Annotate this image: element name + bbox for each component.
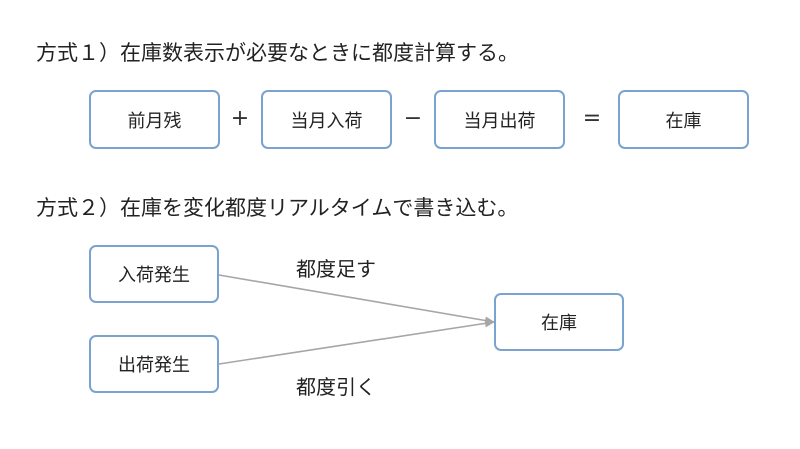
method2-heading: 方式２）在庫を変化都度リアルタイムで書き込む。 — [36, 196, 519, 220]
minus-operator: − — [403, 106, 423, 131]
edge-label-subtract: 都度引く — [296, 375, 376, 399]
term-inventory-result: 在庫 — [618, 90, 749, 149]
node-inventory: 在庫 — [494, 293, 624, 351]
term-month-receipts: 当月入荷 — [261, 90, 392, 149]
term-prev-month-balance: 前月残 — [89, 90, 220, 149]
node-shipment-event: 出荷発生 — [89, 335, 219, 393]
edge-label-add: 都度足す — [296, 257, 376, 281]
equals-operator: = — [582, 106, 602, 131]
term-month-shipments: 当月出荷 — [434, 90, 565, 149]
arrow-receipt-to-inventory — [218, 274, 495, 325]
node-receipt-event: 入荷発生 — [89, 245, 219, 303]
plus-operator: + — [230, 106, 250, 131]
method1-heading: 方式１）在庫数表示が必要なときに都度計算する。 — [36, 41, 519, 65]
arrow-shipment-to-inventory — [218, 319, 495, 365]
